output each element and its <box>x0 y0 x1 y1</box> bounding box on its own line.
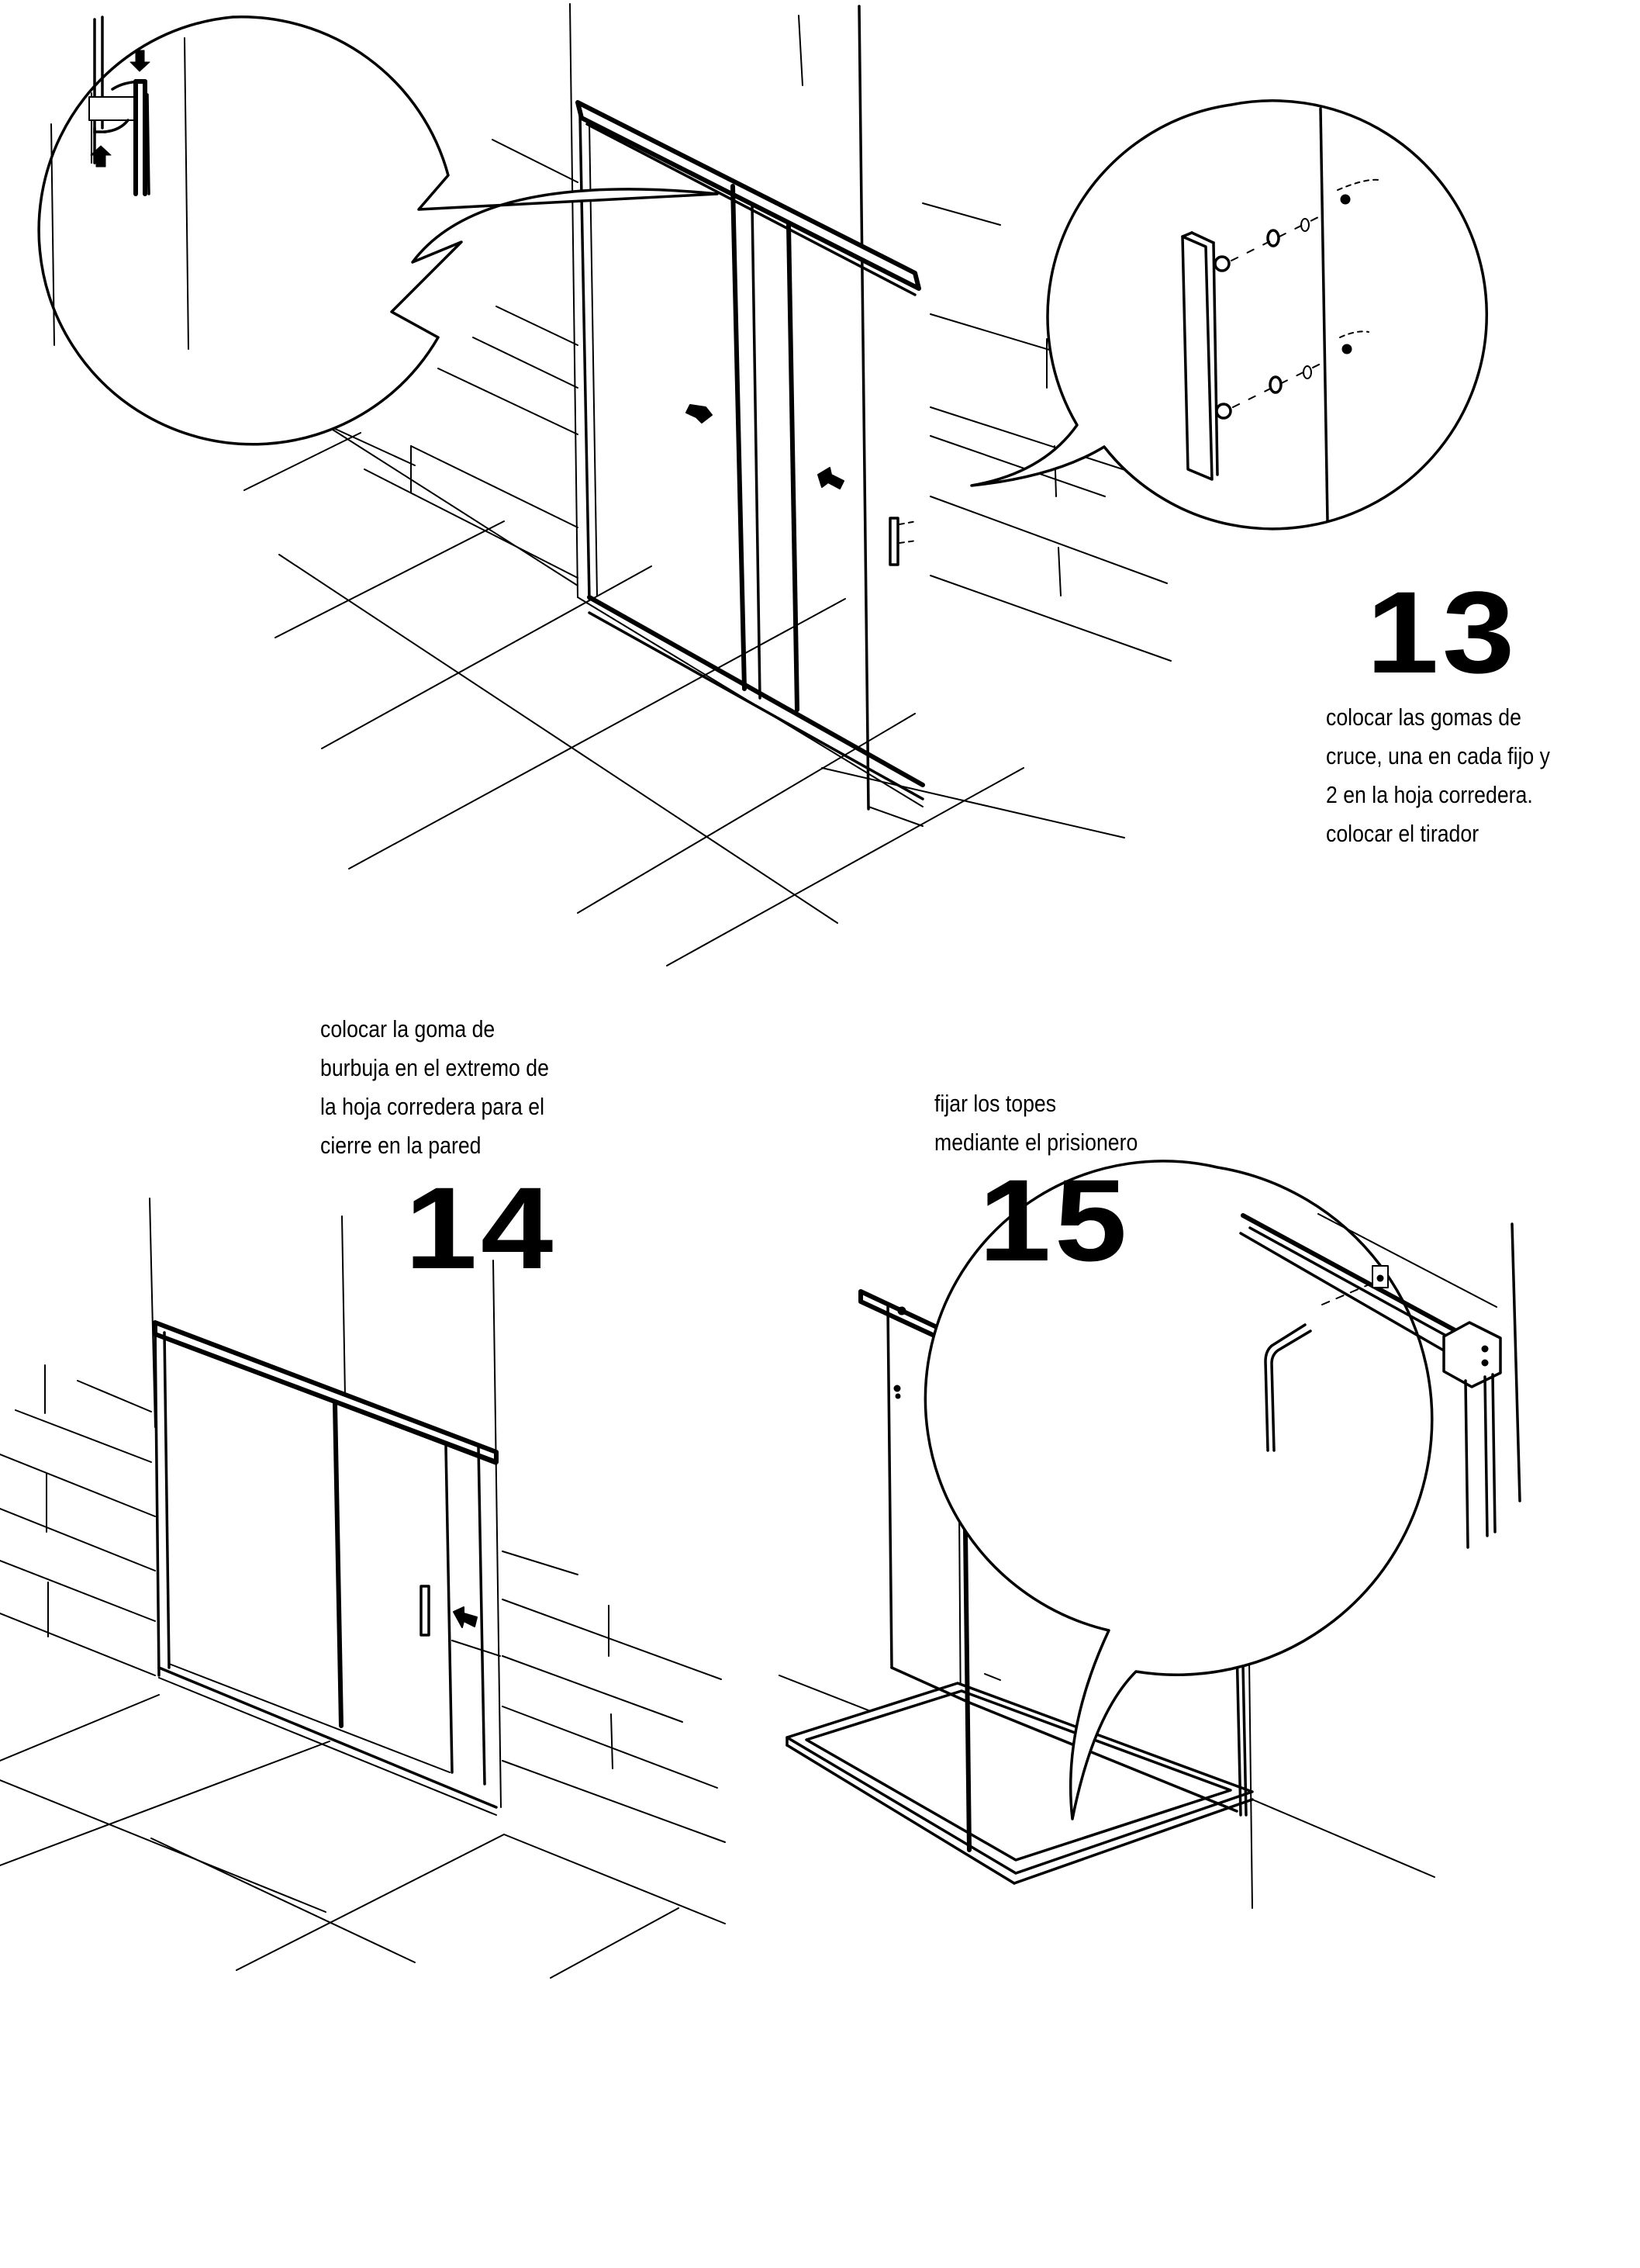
crossing-seal-detail <box>37 16 719 446</box>
step-13-illustration <box>243 3 1172 966</box>
caption-line: colocar el tirador <box>1326 820 1479 847</box>
step-13-caption: colocar las gomas de cruce, una en cada … <box>1326 698 1550 853</box>
step-13-number: 13 <box>1366 567 1518 697</box>
caption-line: colocar las gomas de <box>1326 704 1521 731</box>
handle-detail <box>970 99 1488 531</box>
caption-line: colocar la goma de <box>320 1015 495 1042</box>
step-14-illustration <box>0 1198 726 1979</box>
step-14-number: 14 <box>405 1163 557 1293</box>
stopper-grub-screw-detail <box>924 1160 1521 1820</box>
step-15-caption: fijar los topes mediante el prisionero <box>934 1084 1138 1162</box>
caption-line: mediante el prisionero <box>934 1129 1138 1156</box>
caption-line: 2 en la hoja corredera. <box>1326 781 1533 808</box>
caption-line: burbuja en el extremo de <box>320 1054 549 1081</box>
caption-line: la hoja corredera para el <box>320 1093 545 1120</box>
caption-line: cruce, una en cada fijo y <box>1326 742 1551 769</box>
step-14-caption: colocar la goma de burbuja en el extremo… <box>320 1010 549 1165</box>
caption-line: fijar los topes <box>934 1090 1057 1117</box>
caption-line: cierre en la pared <box>320 1132 482 1159</box>
step-15-number: 15 <box>979 1155 1131 1285</box>
